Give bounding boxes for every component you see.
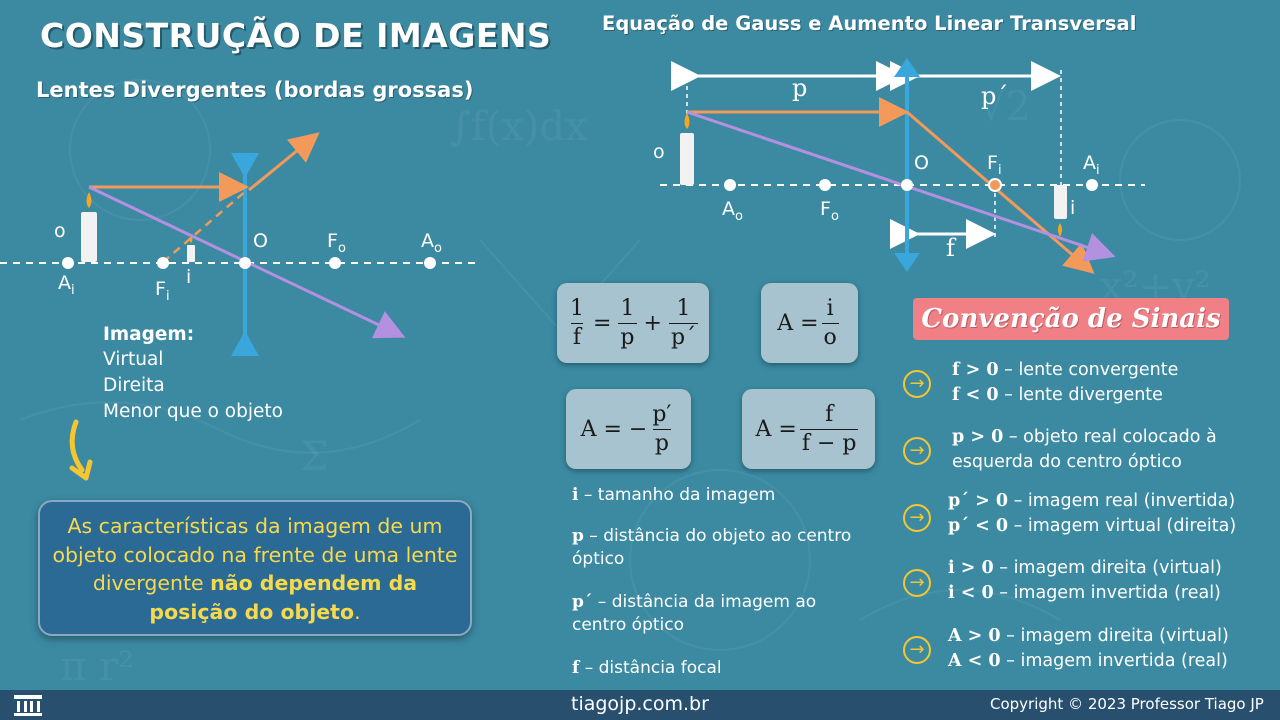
left-object-label: o — [54, 220, 66, 242]
point-fi — [157, 257, 169, 269]
convention-group: A > 0 – imagem direita (virtual) A < 0 –… — [948, 626, 1229, 671]
left-point-label-ao: Ao — [421, 230, 442, 256]
point-o — [239, 257, 251, 269]
svg-text:∫f(x)dx: ∫f(x)dx — [450, 104, 588, 150]
point-ao-right — [724, 179, 736, 191]
label-p: p — [792, 74, 808, 102]
page-subtitle: Lentes Divergentes (bordas grossas) — [36, 78, 474, 102]
legend-item-p: p – distância do objeto ao centro óptico — [572, 526, 852, 569]
right-ray-center — [686, 110, 1116, 262]
temple-logo-icon — [14, 695, 42, 716]
convention-group: f > 0 – lente convergente f < 0 – lente … — [952, 360, 1179, 405]
arrow-circle-icon: → — [903, 370, 931, 398]
point-ao — [424, 257, 436, 269]
left-ray-diagram — [0, 132, 480, 356]
convention-group: i > 0 – imagem direita (virtual) i < 0 –… — [948, 558, 1222, 603]
right-center-label: O — [914, 152, 929, 174]
callout-box: As características da imagem de um objet… — [38, 500, 472, 636]
right-section-title: Equação de Gauss e Aumento Linear Transv… — [602, 12, 1137, 35]
object-candle — [81, 192, 97, 262]
convention-group: p´ > 0 – imagem real (invertida) p´ < 0 … — [948, 491, 1237, 536]
right-point-label-ai: Ai — [1083, 152, 1100, 178]
aumento-p-box: A = − p′p — [566, 389, 691, 469]
callout-text: As características da imagem de um objet… — [52, 514, 458, 595]
ray-refracted — [248, 132, 320, 192]
legend-item-i: i – tamanho da imagem — [572, 485, 776, 505]
left-point-label-fi: Fi — [155, 278, 170, 304]
arrow-circle-icon: → — [903, 504, 931, 532]
convention-title: Convenção de Sinais — [913, 298, 1229, 340]
page-title: CONSTRUÇÃO DE IMAGENS — [40, 16, 552, 55]
right-point-label-fi: Fi — [987, 152, 1002, 178]
left-point-label-ai: Ai — [58, 272, 75, 298]
footer-copyright: Copyright © 2023 Professor Tiago JP — [990, 695, 1264, 713]
point-fi-right — [988, 178, 1002, 192]
label-p-prime: p´ — [981, 82, 1009, 110]
svg-text:Σ: Σ — [300, 434, 328, 480]
point-fo-right — [819, 179, 831, 191]
convention-group: p > 0 – objeto real colocado à esquerda … — [952, 427, 1217, 472]
curved-arrow-icon — [69, 419, 93, 481]
callout-end: . — [354, 599, 361, 624]
left-image-label: i — [186, 266, 192, 288]
arrow-circle-icon: → — [903, 569, 931, 597]
right-object-candle — [680, 113, 694, 185]
point-fo — [329, 257, 341, 269]
right-ray-diagram — [660, 58, 1145, 274]
point-ai-right — [1086, 179, 1098, 191]
label-f: f — [946, 234, 955, 262]
right-point-label-fo: Fo — [820, 198, 839, 224]
right-image-label: i — [1070, 197, 1076, 219]
characteristic-item: Menor que o objeto — [103, 401, 283, 422]
right-image-candle — [1054, 185, 1067, 237]
point-o-right — [901, 179, 913, 191]
svg-text:π r²: π r² — [60, 644, 134, 690]
arrow-circle-icon: → — [903, 437, 931, 465]
left-center-label: O — [253, 230, 268, 252]
point-ai — [62, 257, 74, 269]
legend-item-f: f – distância focal — [572, 658, 722, 678]
right-point-label-ao: Ao — [722, 198, 743, 224]
footer-website-link[interactable]: tiagojp.com.br — [571, 693, 709, 715]
characteristic-item: Direita — [103, 375, 165, 396]
characteristic-item: Virtual — [103, 349, 164, 370]
callout-bold: não dependem da posição do objeto — [149, 571, 418, 624]
characteristics-title: Imagem: — [103, 324, 195, 345]
footer-bar — [0, 690, 1280, 720]
left-point-label-fo: Fo — [327, 230, 346, 256]
ray-virtual-extension — [162, 189, 248, 263]
legend-item-p-prime: p´ – distância da imagem ao centro óptic… — [572, 592, 817, 635]
right-object-label: o — [653, 141, 665, 163]
arrow-circle-icon: → — [903, 636, 931, 664]
svg-text:√2: √2 — [980, 84, 1031, 130]
